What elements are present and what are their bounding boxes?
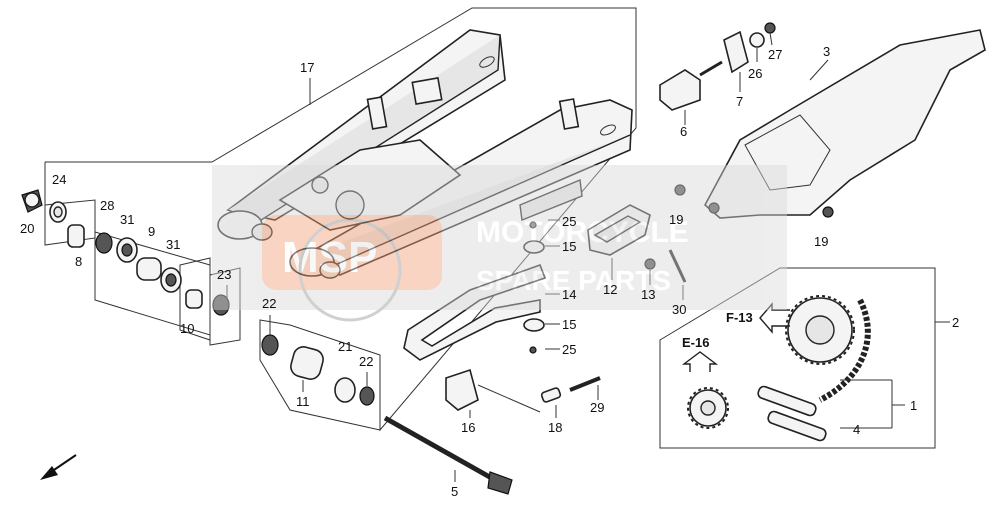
watermark-line1: MOTORCYCLE [476,216,689,249]
callout-15b: 15 [562,317,576,332]
callout-13: 13 [641,287,655,302]
ref-f13: F-13 [726,310,753,325]
watermark-line2: SPARE PARTS [476,265,671,296]
callout-31a: 31 [120,212,134,227]
center-parts [445,221,687,411]
leader-lines [226,32,950,482]
callout-23: 23 [217,267,231,282]
callout-1: 1 [910,398,917,413]
callout-10: 10 [180,321,194,336]
callout-8: 8 [75,254,82,269]
drive-chain-kit [681,295,871,442]
callout-27: 27 [768,47,782,62]
watermark-logo-badge [262,215,442,290]
swingarm [217,29,633,279]
direction-arrow [40,454,77,480]
callout-11: 11 [296,394,310,409]
callout-24: 24 [52,172,66,187]
callout-19a: 19 [669,212,683,227]
callout-2: 2 [952,315,959,330]
callout-22a: 22 [262,296,276,311]
callout-14: 14 [562,287,576,302]
callout-20: 20 [20,221,34,236]
callout-3: 3 [823,44,830,59]
callout-29: 29 [590,400,604,415]
callout-7: 7 [736,94,743,109]
callout-25a: 25 [562,214,576,229]
watermark: MSP MOTORCYCLE SPARE PARTS [212,165,787,322]
group-outlines [44,7,936,449]
callout-25b: 25 [562,342,576,357]
callout-19b: 19 [814,234,828,249]
callout-12: 12 [603,282,617,297]
bearing-parts [21,189,513,495]
callout-26: 26 [748,66,762,81]
callout-17: 17 [300,60,314,75]
watermark-logo: MSP [282,233,377,282]
ref-e16: E-16 [682,335,709,350]
callout-16: 16 [461,420,475,435]
chain-adjuster [659,22,776,111]
chain-slider [403,204,651,361]
callout-6: 6 [680,124,687,139]
callout-28: 28 [100,198,114,213]
callout-18: 18 [548,420,562,435]
callout-labels: 1 2 3 4 5 6 7 8 9 10 11 12 13 14 15 15 1… [20,44,959,499]
callout-4: 4 [853,422,860,437]
callout-15a: 15 [562,239,576,254]
callout-21: 21 [338,339,352,354]
callout-9: 9 [148,224,155,239]
callout-30: 30 [672,302,686,317]
chain-case [674,29,986,219]
callout-22b: 22 [359,354,373,369]
callout-31b: 31 [166,237,180,252]
callout-5: 5 [451,484,458,499]
